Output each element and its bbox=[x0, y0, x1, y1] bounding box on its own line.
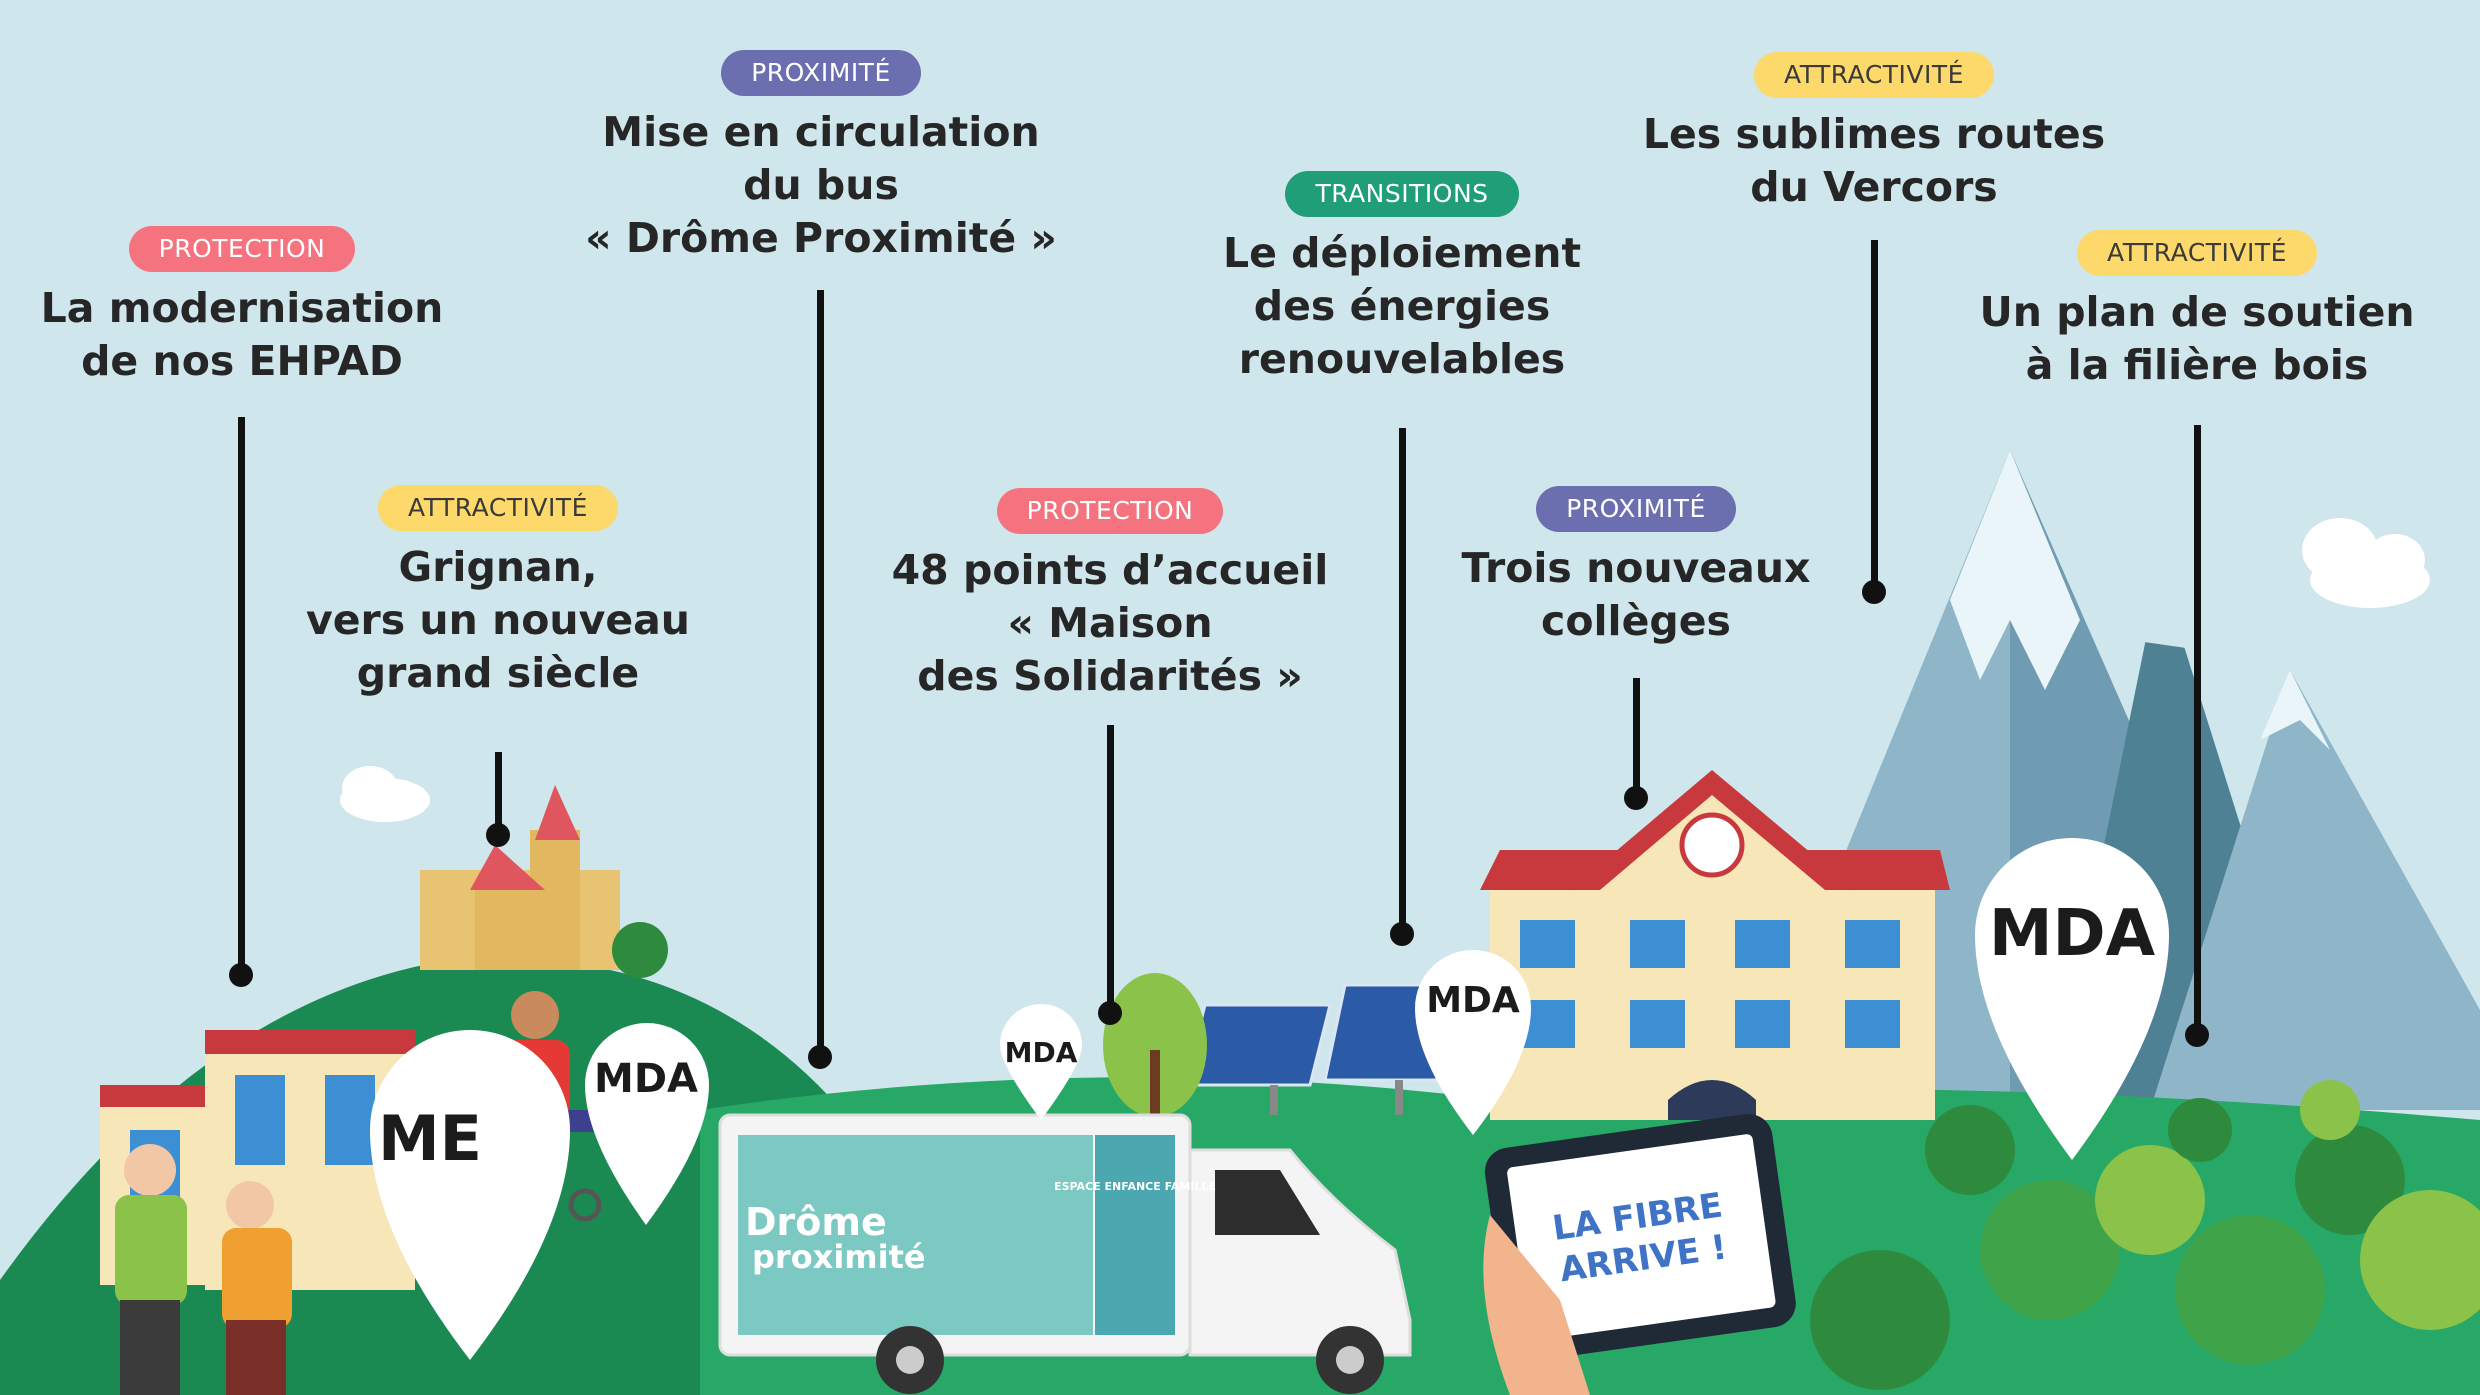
block-vercors: ATTRACTIVITÉ Les sublimes routes du Verc… bbox=[1594, 52, 2154, 214]
block-grignan: ATTRACTIVITÉ Grignan, vers un nouveau gr… bbox=[218, 485, 778, 700]
pin-label: MDA bbox=[1005, 1036, 1078, 1069]
pin-label: MDA bbox=[594, 1056, 698, 1102]
block-ehpad: PROTECTION La modernisation de nos EHPAD bbox=[0, 226, 522, 388]
connector-dot bbox=[808, 1045, 832, 1069]
category-tag: ATTRACTIVITÉ bbox=[2077, 230, 2317, 276]
cloud-icon bbox=[340, 766, 430, 822]
block-title: 48 points d’accueil « Maison des Solidar… bbox=[830, 544, 1390, 703]
pin-label: ME bbox=[378, 1102, 482, 1175]
cloud-icon bbox=[2302, 518, 2430, 608]
block-title: Le déploiement des énergies renouvelable… bbox=[1122, 227, 1682, 386]
title-line: du Vercors bbox=[1750, 163, 1998, 211]
title-line: du bus bbox=[743, 161, 899, 209]
category-tag: ATTRACTIVITÉ bbox=[1754, 52, 1994, 98]
connector-dot bbox=[229, 963, 253, 987]
elderly-people-illustration bbox=[115, 1144, 292, 1395]
school-building bbox=[1480, 770, 1950, 1120]
category-tag: PROTECTION bbox=[996, 488, 1224, 534]
fibre-tablet bbox=[1483, 1113, 1796, 1395]
connector-dot bbox=[2185, 1023, 2209, 1047]
connector-line bbox=[817, 290, 824, 1057]
map-pin-icon bbox=[585, 1023, 709, 1225]
title-line: Un plan de soutien bbox=[1979, 288, 2415, 336]
title-line: Les sublimes routes bbox=[1642, 110, 2106, 158]
connector-dot bbox=[486, 823, 510, 847]
block-title: Grignan, vers un nouveau grand siècle bbox=[218, 541, 778, 700]
title-line: Trois nouveaux bbox=[1461, 544, 1811, 592]
block-title: La modernisation de nos EHPAD bbox=[0, 282, 522, 388]
title-line: renouvelables bbox=[1238, 335, 1566, 383]
block-filiere-bois: ATTRACTIVITÉ Un plan de soutien à la fil… bbox=[1917, 230, 2477, 392]
block-energies: TRANSITIONS Le déploiement des énergies … bbox=[1122, 171, 1682, 386]
block-colleges: PROXIMITÉ Trois nouveaux collèges bbox=[1356, 486, 1916, 648]
connector-line bbox=[238, 417, 245, 975]
pin-label: MDA bbox=[1426, 980, 1520, 1021]
connector-line bbox=[1107, 725, 1114, 1013]
castle-icon bbox=[420, 785, 620, 970]
title-line: « Drôme Proximité » bbox=[585, 214, 1057, 262]
block-title: Trois nouveaux collèges bbox=[1356, 542, 1916, 648]
title-line: 48 points d’accueil bbox=[891, 546, 1329, 594]
title-line: collèges bbox=[1541, 597, 1731, 645]
trees bbox=[612, 922, 2480, 1390]
connector-line bbox=[1871, 240, 1878, 592]
title-line: à la filière bois bbox=[2025, 341, 2369, 389]
title-line: grand siècle bbox=[356, 649, 640, 697]
bus-brand-line2: proximité bbox=[752, 1238, 926, 1276]
connector-line bbox=[2194, 425, 2201, 1035]
title-line: Mise en circulation bbox=[602, 108, 1040, 156]
connector-dot bbox=[1862, 580, 1886, 604]
category-tag: TRANSITIONS bbox=[1285, 171, 1519, 217]
drome-proximite-bus bbox=[718, 1113, 1412, 1394]
block-maisons-solidarites: PROTECTION 48 points d’accueil « Maison … bbox=[830, 488, 1390, 703]
block-title: Mise en circulation du bus « Drôme Proxi… bbox=[541, 106, 1101, 265]
title-line: Grignan, bbox=[398, 543, 598, 591]
title-line: « Maison bbox=[1007, 599, 1213, 647]
title-line: Le déploiement bbox=[1222, 229, 1582, 277]
bus-brand-line1: Drôme bbox=[745, 1200, 887, 1244]
connector-dot bbox=[1624, 786, 1648, 810]
block-bus: PROXIMITÉ Mise en circulation du bus « D… bbox=[541, 50, 1101, 265]
category-tag: PROXIMITÉ bbox=[1536, 486, 1736, 532]
connector-line bbox=[1399, 428, 1406, 934]
title-line: vers un nouveau bbox=[305, 596, 690, 644]
pin-label: MDA bbox=[1989, 897, 2156, 971]
connector-dot bbox=[1098, 1001, 1122, 1025]
title-line: des énergies bbox=[1253, 282, 1551, 330]
block-title: Un plan de soutien à la filière bois bbox=[1917, 286, 2477, 392]
title-line: de nos EHPAD bbox=[81, 337, 403, 385]
category-tag: ATTRACTIVITÉ bbox=[378, 485, 618, 531]
block-title: Les sublimes routes du Vercors bbox=[1594, 108, 2154, 214]
bus-side-panel: ESPACE ENFANCE FAMILLE bbox=[1054, 1180, 1216, 1193]
connector-line bbox=[1633, 678, 1640, 798]
map-pin-icon bbox=[370, 1030, 570, 1360]
map-pin-icon bbox=[1975, 838, 2169, 1160]
map-pin-icon bbox=[1000, 1004, 1082, 1120]
connector-line bbox=[495, 752, 502, 835]
map-pin-icon bbox=[1415, 950, 1531, 1135]
title-line: des Solidarités » bbox=[917, 652, 1303, 700]
title-line: La modernisation bbox=[40, 284, 444, 332]
category-tag: PROTECTION bbox=[128, 226, 356, 272]
connector-dot bbox=[1390, 922, 1414, 946]
category-tag: PROXIMITÉ bbox=[721, 50, 921, 96]
